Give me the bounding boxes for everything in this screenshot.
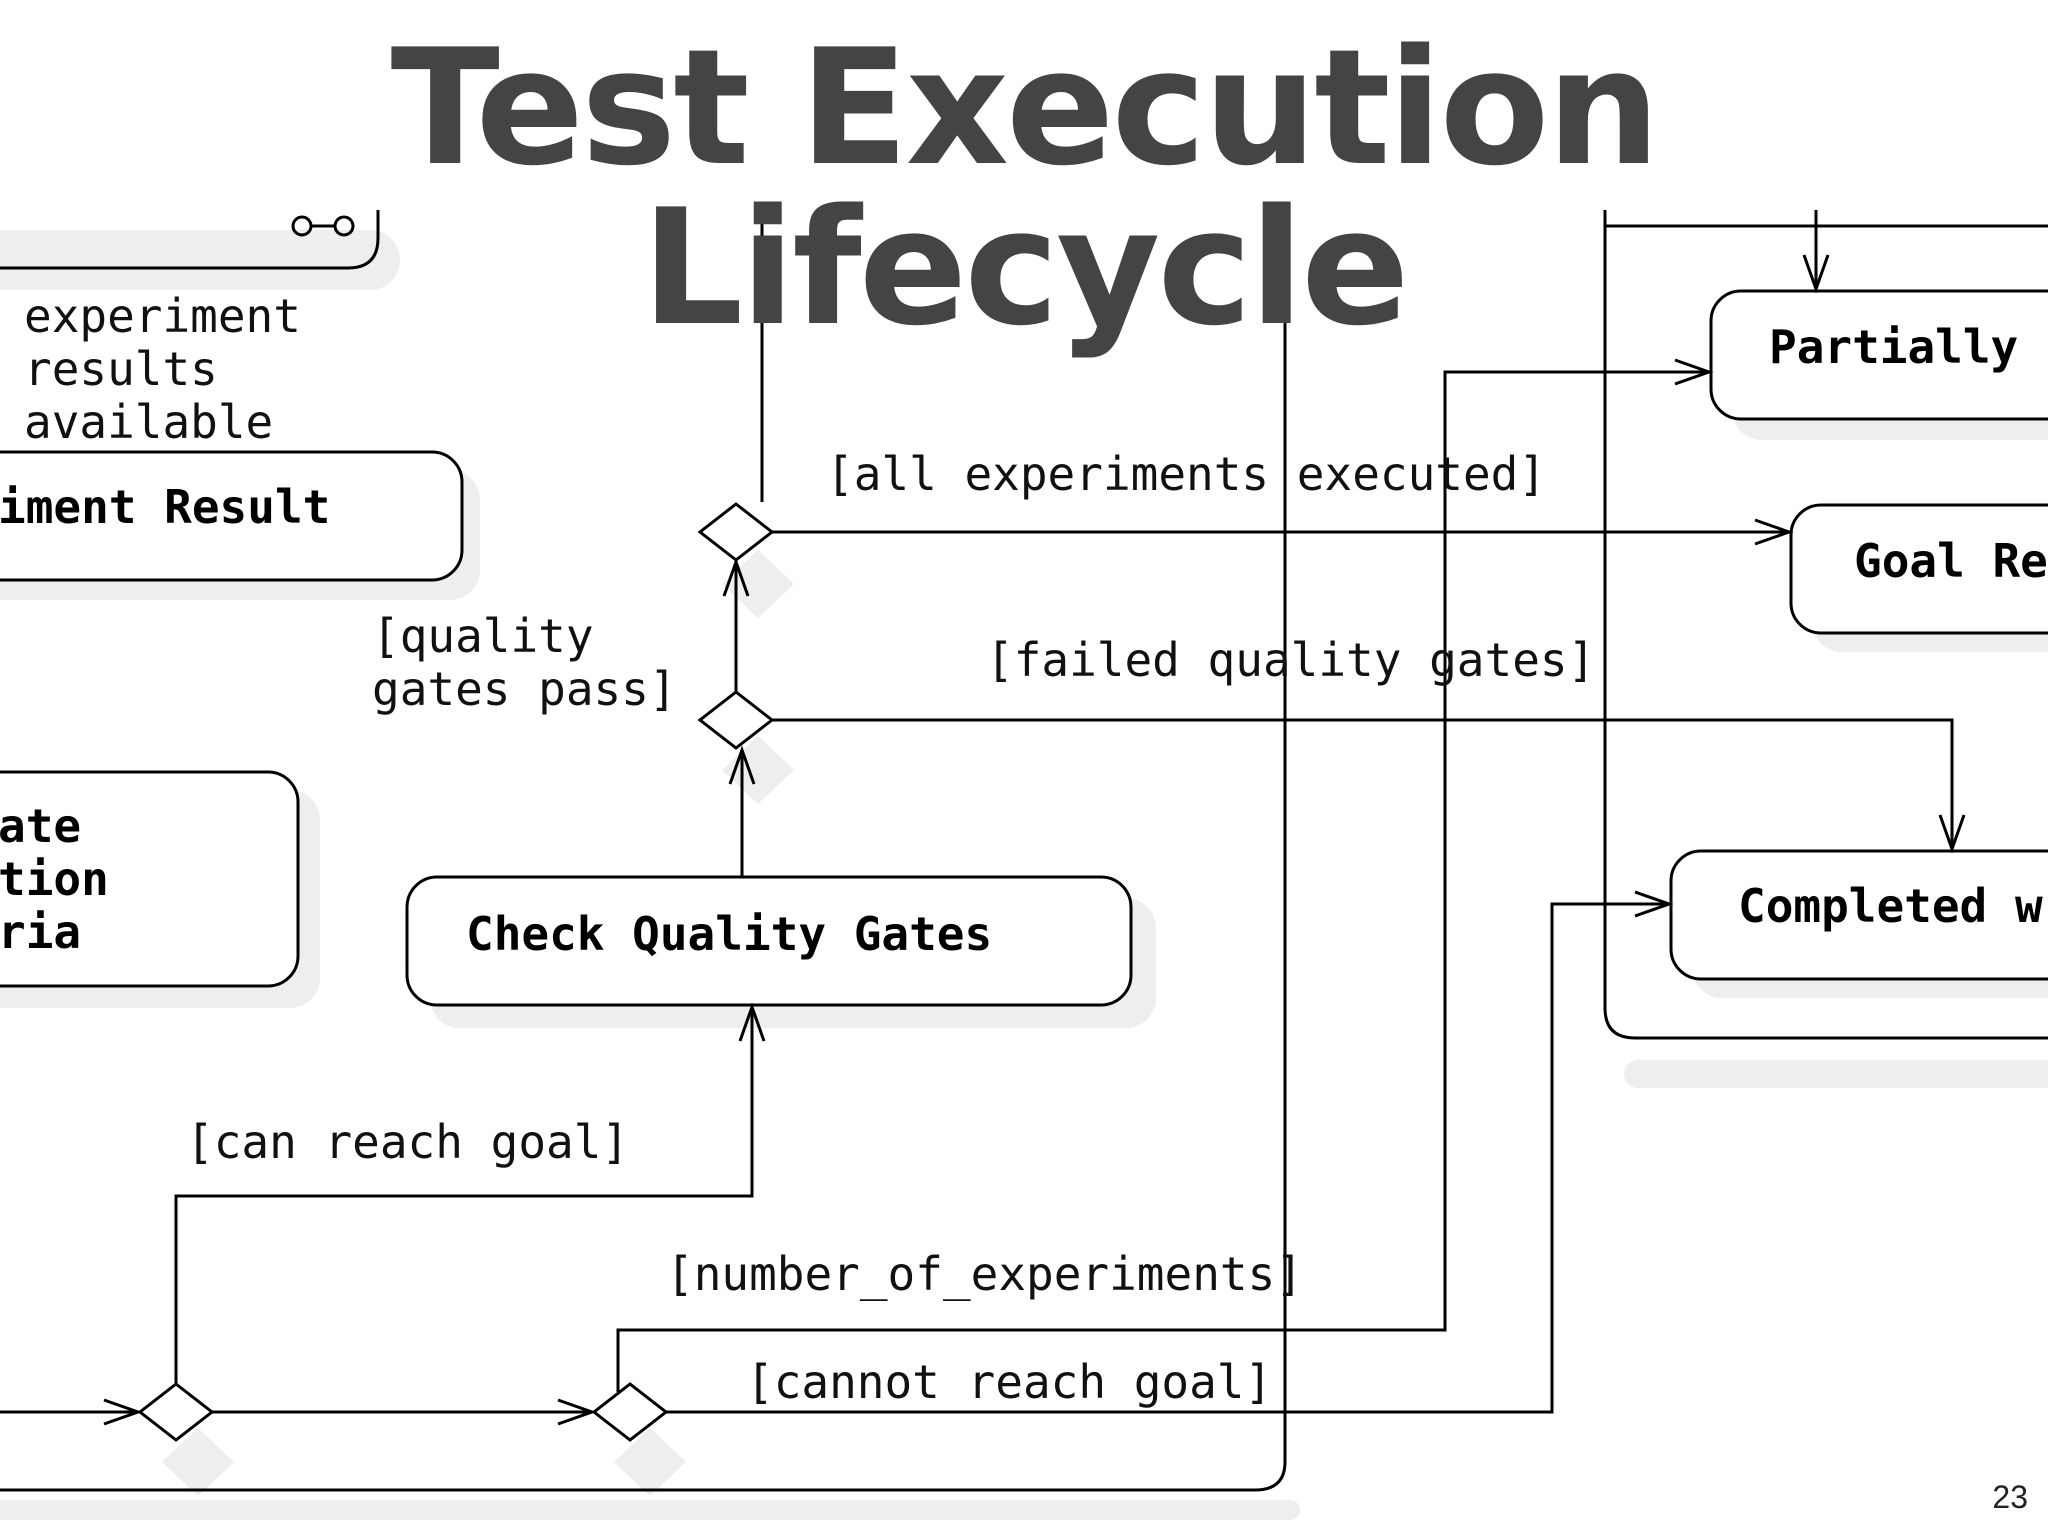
label-experiment-results-available-1: experiment bbox=[24, 289, 301, 343]
svg-text:Goal Re: Goal Re bbox=[1854, 534, 2048, 588]
edge-labels: experiment results available [all experi… bbox=[24, 289, 1595, 1409]
decision-all-executed bbox=[697, 502, 775, 562]
decision-can-reach-goal bbox=[137, 1382, 215, 1442]
node-completed: Completed w bbox=[1669, 849, 2048, 981]
connector-icon bbox=[291, 215, 355, 237]
node-goal-reached: Goal Re bbox=[1789, 503, 2048, 635]
label-failed-quality-gates: [failed quality gates] bbox=[986, 633, 1595, 687]
node-evaluate-criteria: ate tion ria bbox=[0, 770, 300, 988]
svg-text:Check Quality Gates: Check Quality Gates bbox=[466, 907, 992, 961]
label-experiment-results-available-3: available bbox=[24, 395, 273, 449]
page-number: 23 bbox=[1992, 1479, 2028, 1515]
label-number-of-experiments: [number_of_experiments] bbox=[666, 1247, 1303, 1301]
svg-text:Partially: Partially bbox=[1769, 320, 2018, 374]
svg-text:Completed w: Completed w bbox=[1738, 879, 2043, 933]
node-check-quality-gates: Check Quality Gates bbox=[405, 875, 1133, 1007]
label-all-experiments-executed: [all experiments executed] bbox=[826, 447, 1546, 501]
node-experiment-result: iment Result bbox=[0, 450, 464, 582]
label-can-reach-goal: [can reach goal] bbox=[186, 1115, 629, 1169]
svg-text:ria: ria bbox=[0, 905, 81, 959]
label-quality-gates-pass-1: [quality bbox=[372, 609, 594, 663]
node-partially: Partially bbox=[1709, 289, 2048, 421]
svg-text:ate: ate bbox=[0, 799, 81, 853]
label-quality-gates-pass-2: gates pass] bbox=[372, 662, 677, 716]
edges bbox=[0, 210, 1966, 1426]
decision-quality-gates bbox=[697, 690, 775, 750]
svg-text:iment Result: iment Result bbox=[0, 480, 330, 534]
svg-text:tion: tion bbox=[0, 852, 109, 906]
label-experiment-results-available-2: results bbox=[24, 342, 218, 396]
decision-number-of-experiments bbox=[591, 1382, 669, 1442]
label-cannot-reach-goal: [cannot reach goal] bbox=[746, 1355, 1272, 1409]
slide-title: Test Execution Lifecycle bbox=[390, 14, 1661, 361]
swimlane-lines bbox=[0, 210, 2048, 1492]
